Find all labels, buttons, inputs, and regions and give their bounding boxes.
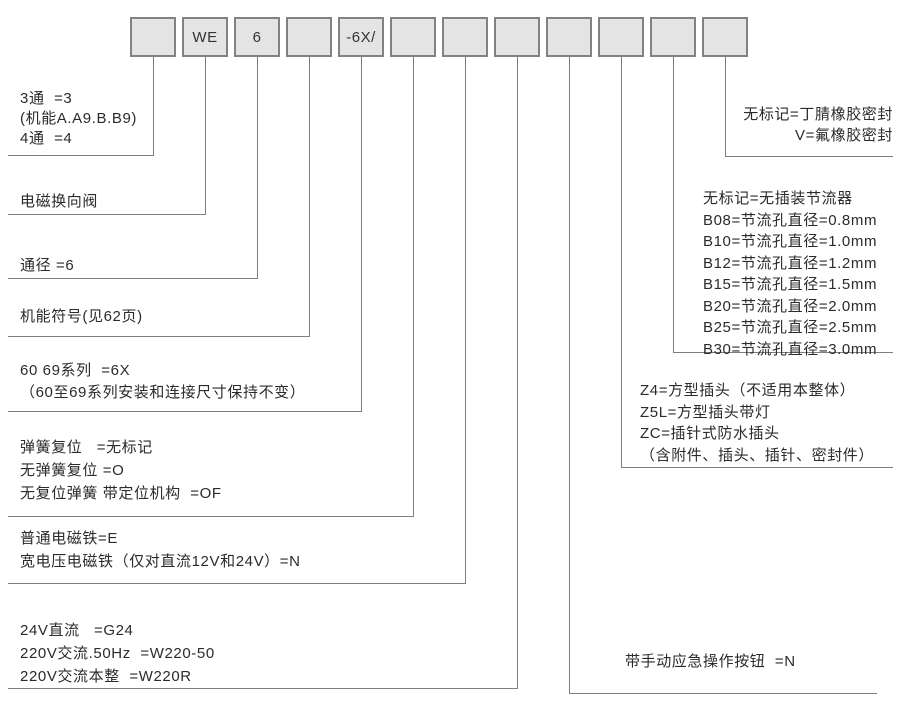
leader-vline-box3 bbox=[257, 57, 258, 278]
leader-vline-box7 bbox=[465, 57, 466, 583]
block-ways: 3通 =3 (机能A.A9.B.B9) 4通 =4 bbox=[20, 89, 137, 149]
underline-right-3 bbox=[621, 467, 893, 468]
label-line: ZC=插针式防水插头 bbox=[640, 425, 780, 442]
block-solenoid-type: 普通电磁铁=E 宽电压电磁铁（仅对直流12V和24V）=N bbox=[20, 527, 301, 573]
code-box-8 bbox=[494, 17, 540, 57]
label-line: B30=节流孔直径=3.0mm bbox=[703, 340, 878, 358]
label-line: B20=节流孔直径=2.0mm bbox=[703, 297, 878, 315]
label-line: 无弹簧复位 =O bbox=[20, 462, 125, 479]
block-spool-symbol: 机能符号(见62页) bbox=[20, 307, 143, 327]
label-line: 弹簧复位 =无标记 bbox=[20, 439, 153, 456]
block-valve-type: 电磁换向阀 bbox=[20, 192, 98, 212]
leader-vline-box9 bbox=[569, 57, 570, 693]
leader-vline-box6 bbox=[413, 57, 414, 516]
leader-vline-box4 bbox=[309, 57, 310, 336]
label-line: 宽电压电磁铁（仅对直流12V和24V）=N bbox=[20, 553, 301, 570]
code-box-7 bbox=[442, 17, 488, 57]
label-line: Z5L=方型插头带灯 bbox=[640, 403, 771, 421]
label-line: 3通 =3 bbox=[20, 90, 73, 107]
label-line: 24V直流 =G24 bbox=[20, 622, 134, 639]
underline-right-1 bbox=[725, 156, 893, 157]
leader-vline-box8 bbox=[517, 57, 518, 688]
leader-vline-box5 bbox=[361, 57, 362, 411]
underline-left-8 bbox=[8, 688, 518, 689]
code-box-12 bbox=[702, 17, 748, 57]
label-line: 普通电磁铁=E bbox=[20, 530, 118, 547]
label-line: 带手动应急操作按钮 =N bbox=[625, 653, 796, 670]
code-box-6 bbox=[390, 17, 436, 57]
label-line: 220V交流本整 =W220R bbox=[20, 668, 192, 685]
underline-left-4 bbox=[8, 336, 310, 337]
code-box-9 bbox=[546, 17, 592, 57]
underline-right-2 bbox=[673, 352, 893, 353]
block-series: 60 69系列 =6X （60至69系列安装和连接尺寸保持不变） bbox=[20, 360, 305, 404]
block-connector-type: Z4=方型插头（不适用本整体） Z5L=方型插头带灯 ZC=插针式防水插头 （含… bbox=[640, 380, 874, 466]
label-line: 4通 =4 bbox=[20, 130, 73, 147]
label-line: 机能符号(见62页) bbox=[20, 308, 143, 325]
code-box-10 bbox=[598, 17, 644, 57]
block-voltage: 24V直流 =G24 220V交流.50Hz =W220-50 220V交流本整… bbox=[20, 619, 215, 688]
underline-left-7 bbox=[8, 583, 466, 584]
leader-vline-box11 bbox=[673, 57, 674, 352]
underline-right-4 bbox=[569, 693, 877, 694]
label-line: （60至69系列安装和连接尺寸保持不变） bbox=[20, 384, 306, 401]
label-line: 无复位弹簧 带定位机构 =OF bbox=[20, 485, 222, 502]
label-line: B15=节流孔直径=1.5mm bbox=[703, 276, 878, 293]
underline-left-1 bbox=[8, 155, 154, 156]
label-line: 60 69系列 =6X bbox=[20, 362, 131, 379]
underline-left-5 bbox=[8, 411, 362, 412]
label-line: 电磁换向阀 bbox=[20, 193, 99, 210]
label-line: (机能A.A9.B.B9) bbox=[20, 110, 137, 127]
label-line: B10=节流孔直径=1.0mm bbox=[703, 233, 878, 250]
underline-left-3 bbox=[8, 278, 258, 279]
label-line: Z4=方型插头（不适用本整体） bbox=[640, 382, 856, 399]
label-line: V=氟橡胶密封 bbox=[795, 127, 893, 144]
code-box-3: 6 bbox=[234, 17, 280, 57]
label-line: B25=节流孔直径=2.5mm bbox=[703, 319, 878, 336]
underline-left-2 bbox=[8, 214, 206, 215]
label-line: B08=节流孔直径=0.8mm bbox=[703, 211, 878, 229]
code-box-4 bbox=[286, 17, 332, 57]
code-box-11 bbox=[650, 17, 696, 57]
label-line: 220V交流.50Hz =W220-50 bbox=[20, 645, 215, 662]
leader-vline-box10 bbox=[621, 57, 622, 467]
label-line: （含附件、插头、插针、密封件） bbox=[640, 446, 875, 464]
code-box-1 bbox=[130, 17, 176, 57]
label-line: 无标记=无插装节流器 bbox=[703, 190, 853, 207]
block-throttle-insert: 无标记=无插装节流器 B08=节流孔直径=0.8mm B10=节流孔直径=1.0… bbox=[703, 188, 877, 360]
leader-vline-box12 bbox=[725, 57, 726, 156]
code-box-5: -6X/ bbox=[338, 17, 384, 57]
label-line: B12=节流孔直径=1.2mm bbox=[703, 254, 878, 272]
code-box-2: WE bbox=[182, 17, 228, 57]
block-seal-material: 无标记=丁腈橡胶密封 V=氟橡胶密封 bbox=[560, 104, 893, 146]
block-manual-override: 带手动应急操作按钮 =N bbox=[625, 651, 796, 672]
underline-left-6 bbox=[8, 516, 414, 517]
leader-vline-box1 bbox=[153, 57, 154, 155]
block-spring-return: 弹簧复位 =无标记 无弹簧复位 =O 无复位弹簧 带定位机构 =OF bbox=[20, 436, 222, 505]
label-line: 通径 =6 bbox=[20, 257, 75, 274]
label-line: 无标记=丁腈橡胶密封 bbox=[743, 106, 893, 123]
block-nominal-size: 通径 =6 bbox=[20, 256, 74, 276]
leader-vline-box2 bbox=[205, 57, 206, 214]
